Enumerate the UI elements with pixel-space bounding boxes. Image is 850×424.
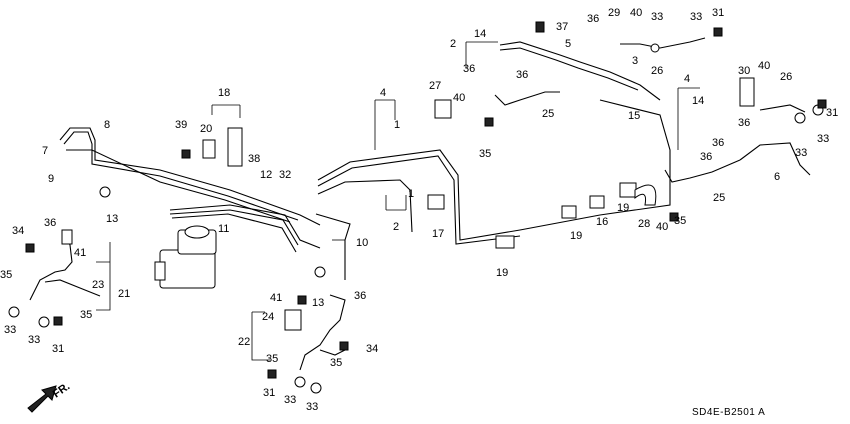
callout-35-d: 35 [80,309,92,321]
callout-26-b: 26 [780,71,792,83]
callout-31-c: 31 [52,343,64,355]
callout-34-b: 34 [366,343,378,355]
callout-11: 11 [218,223,229,235]
direction-label: FR. [51,380,72,400]
callout-37: 37 [556,21,568,33]
callout-14-a: 14 [474,28,486,40]
callout-2-b: 2 [393,221,399,233]
callout-36-b: 36 [463,63,475,75]
abs-modulator [154,225,217,289]
callout-33-a: 33 [651,11,663,23]
callout-22: 22 [238,336,250,348]
diagram-code: SD4E-B2501 A [692,407,765,418]
callout-19-c: 19 [617,202,629,214]
callout-13-b: 13 [312,297,324,309]
callout-36-g: 36 [44,217,56,229]
callout-35-a: 35 [479,148,491,160]
callout-35-b: 35 [674,215,686,227]
callout-19-a: 19 [496,267,508,279]
callout-4-b: 4 [684,73,690,85]
callout-20: 20 [200,123,212,135]
callout-28: 28 [638,218,650,230]
callout-9: 9 [48,173,54,185]
callout-36-f: 36 [738,117,750,129]
front-direction-indicator: FR. [27,380,72,413]
callout-31-d: 31 [263,387,275,399]
callout-41-a: 41 [74,247,86,259]
washers [8,43,824,394]
callout-33-g: 33 [284,394,296,406]
callout-40-c: 40 [656,221,668,233]
callout-40-d: 40 [758,60,770,72]
callout-25-a: 25 [542,108,554,120]
brake-pipes [29,37,811,371]
callout-10: 10 [356,237,368,249]
callouts: 14 37 36 29 40 33 33 31 2 5 3 26 36 36 2… [0,7,838,413]
callout-38: 38 [248,153,260,165]
components [8,21,827,394]
callout-17: 17 [432,228,444,240]
callout-30: 30 [738,65,750,77]
callout-18: 18 [218,87,230,99]
callout-16: 16 [596,216,608,228]
callout-27: 27 [429,80,441,92]
callout-36-a: 36 [587,13,599,25]
callout-36-h: 36 [354,290,366,302]
callout-35-c: 35 [0,269,12,281]
callout-2-a: 2 [450,38,456,50]
callout-23: 23 [92,279,104,291]
callout-1-b: 1 [408,188,414,200]
callout-8: 8 [104,119,110,131]
callout-29: 29 [608,7,620,19]
callout-15: 15 [628,110,640,122]
callout-41-b: 41 [270,292,282,304]
callout-31-a: 31 [712,7,724,19]
callout-35-f: 35 [330,357,342,369]
callout-26-a: 26 [651,65,663,77]
clips [61,77,755,331]
callout-24: 24 [262,311,274,323]
callout-33-c: 33 [795,147,807,159]
callout-21: 21 [118,288,130,300]
callout-14-b: 14 [692,95,704,107]
callout-33-d: 33 [817,133,829,145]
callout-33-b: 33 [690,11,702,23]
callout-34-a: 34 [12,225,24,237]
callout-4-a: 4 [380,87,386,99]
callout-35-e: 35 [266,353,278,365]
callout-36-d: 36 [712,137,724,149]
callout-39: 39 [175,119,187,131]
callout-5: 5 [565,38,571,50]
callout-36-c: 36 [516,69,528,81]
callout-25-b: 25 [713,192,725,204]
callout-31-b: 31 [826,107,838,119]
callout-40-b: 40 [453,92,465,104]
callout-6: 6 [774,171,780,183]
callout-33-f: 33 [28,334,40,346]
callout-19-b: 19 [570,230,582,242]
callout-33-h: 33 [306,401,318,413]
callout-3: 3 [632,55,638,67]
callout-40-a: 40 [630,7,642,19]
callout-7: 7 [42,145,48,157]
callout-36-e: 36 [700,151,712,163]
callout-32: 32 [279,169,291,181]
callout-1-a: 1 [394,119,400,131]
callout-12: 12 [260,169,272,181]
callout-33-e: 33 [4,324,16,336]
callout-13-a: 13 [106,213,118,225]
bolts [25,21,827,379]
